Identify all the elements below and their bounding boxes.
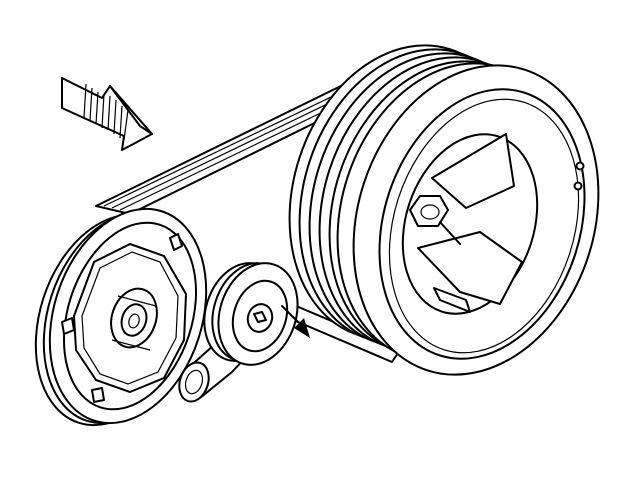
tensioner-rotation-arrow <box>281 305 310 338</box>
crankshaft-pulley <box>288 44 600 376</box>
belt-tensioner <box>178 262 299 403</box>
ac-compressor-pulley <box>34 207 208 427</box>
view-direction-arrow <box>61 77 153 151</box>
